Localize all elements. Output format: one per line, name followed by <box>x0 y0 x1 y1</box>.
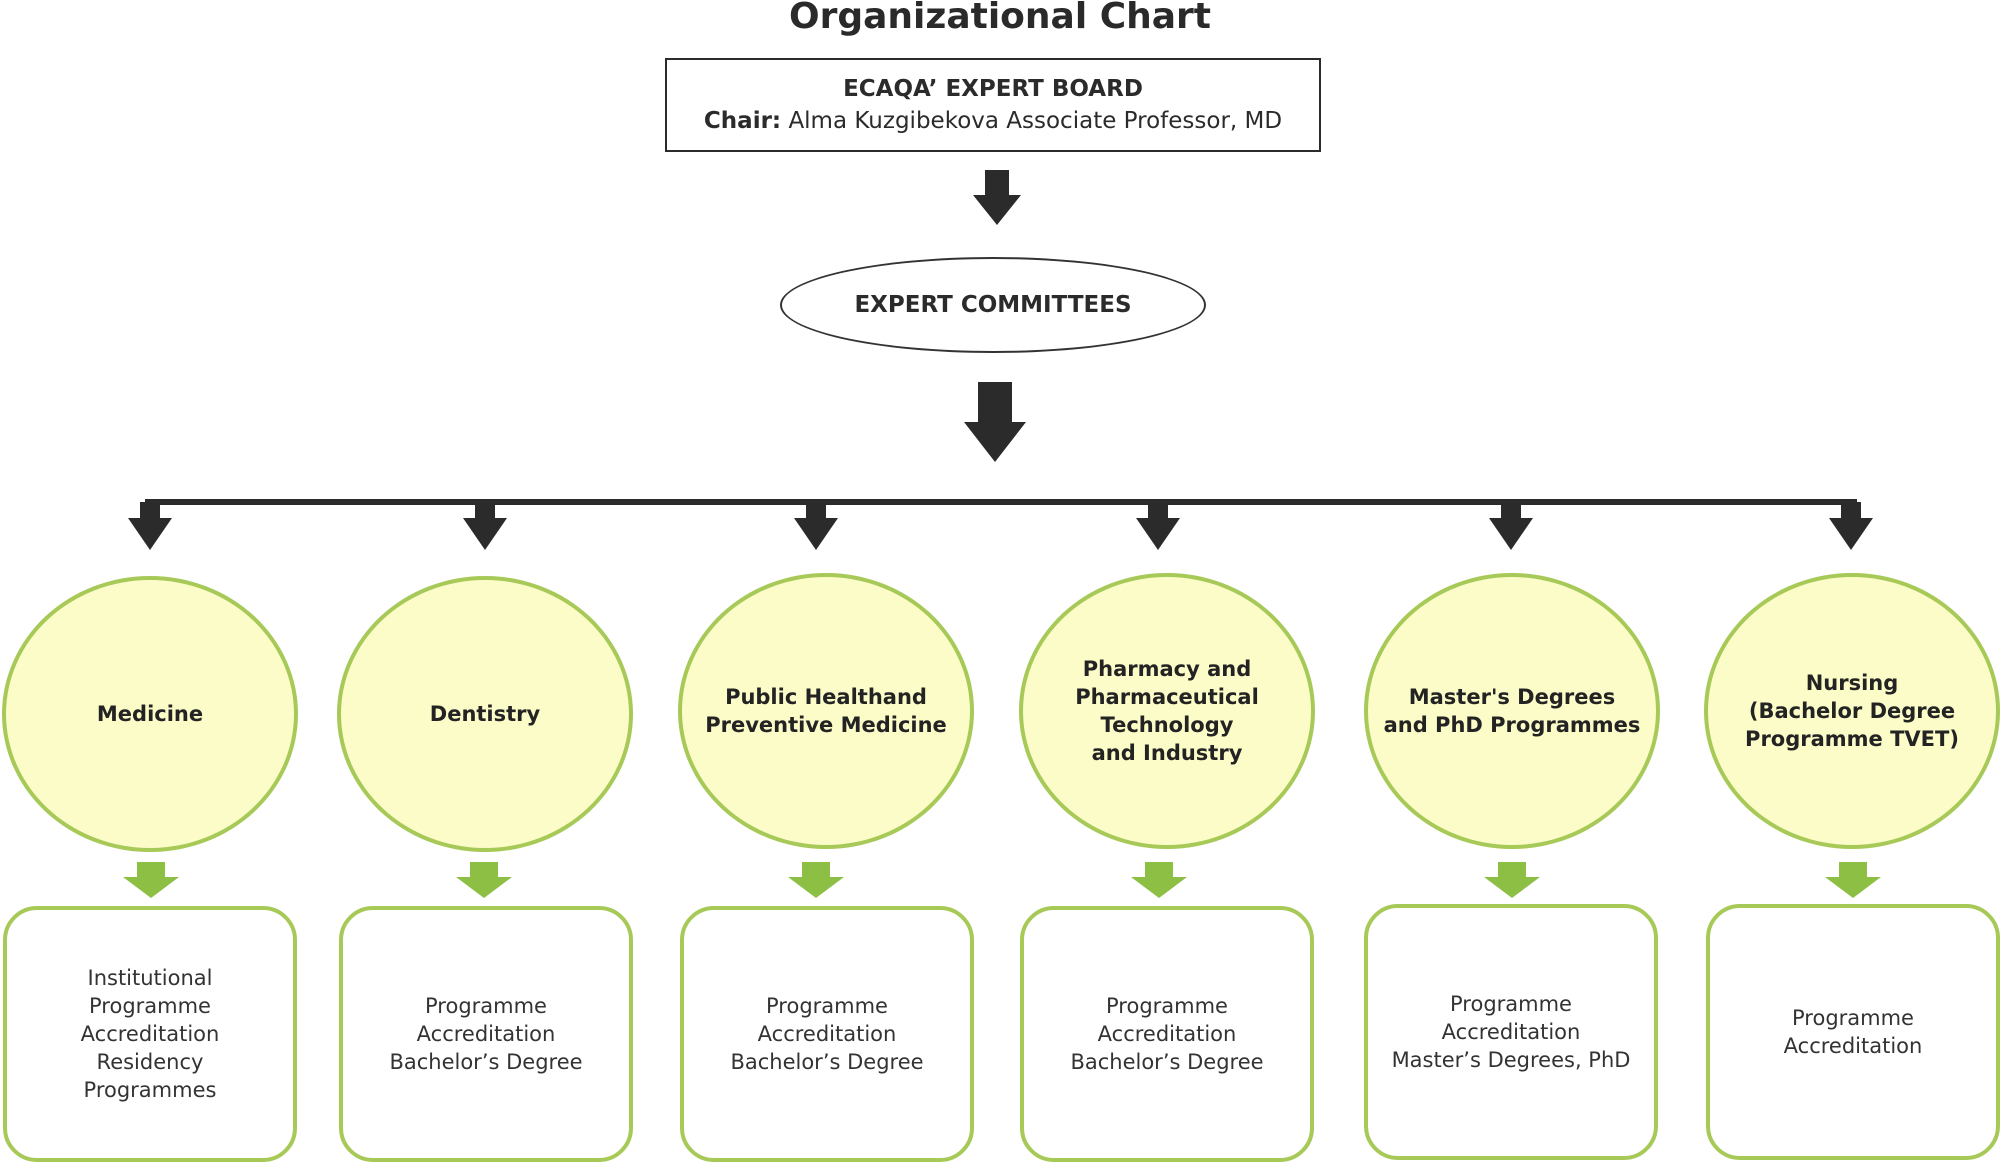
chair-name: Alma Kuzgibekova Associate Professor, MD <box>788 108 1283 134</box>
board-name: ECAQA’ EXPERT BOARD <box>843 76 1143 102</box>
accreditation-text: Programme Accreditation Master’s Degrees… <box>1391 992 1631 1072</box>
accreditation-box-dentistry: Programme Accreditation Bachelor’s Degre… <box>339 906 633 1162</box>
branch-name: Nursing (Bachelor Degree Programme TVET) <box>1745 671 1959 751</box>
green-down-arrow-icon <box>123 862 179 898</box>
branch-circle-medicine: Medicine <box>2 576 298 852</box>
chair-label: Chair: <box>703 108 782 134</box>
expert-committees-ellipse: EXPERT COMMITTEES <box>780 257 1206 353</box>
branch-circle-public-health: Public Healthand Preventive Medicine <box>678 573 974 849</box>
accreditation-box-nursing: Programme Accreditation <box>1706 904 2000 1160</box>
down-arrow-icon <box>1136 502 1180 550</box>
down-arrow-icon <box>794 502 838 550</box>
green-down-arrow-icon <box>456 862 512 898</box>
accreditation-text: Institutional Programme Accreditation Re… <box>80 966 220 1102</box>
accreditation-box-public-health: Programme Accreditation Bachelor’s Degre… <box>680 906 974 1162</box>
accreditation-text: Programme Accreditation Bachelor’s Degre… <box>389 994 583 1074</box>
green-down-arrow-icon <box>1131 862 1187 898</box>
board-chair: Chair: Alma Kuzgibekova Associate Profes… <box>704 105 1282 137</box>
distribution-line <box>145 499 1857 505</box>
accreditation-text: Programme Accreditation Bachelor’s Degre… <box>730 994 924 1074</box>
down-arrow-icon <box>1829 502 1873 550</box>
branch-circle-masters-phd: Master's Degrees and PhD Programmes <box>1364 573 1660 849</box>
accreditation-box-pharmacy: Programme Accreditation Bachelor’s Degre… <box>1020 906 1314 1162</box>
down-arrow-icon <box>463 502 507 550</box>
green-down-arrow-icon <box>1484 862 1540 898</box>
branch-name: Dentistry <box>429 702 541 726</box>
down-arrow-icon <box>973 170 1021 225</box>
branch-name: Master's Degrees and PhD Programmes <box>1383 685 1641 737</box>
green-down-arrow-icon <box>788 862 844 898</box>
branch-name: Public Healthand Preventive Medicine <box>705 685 947 737</box>
accreditation-box-medicine: Institutional Programme Accreditation Re… <box>3 906 297 1162</box>
green-down-arrow-icon <box>1825 862 1881 898</box>
expert-board-box: ECAQA’ EXPERT BOARD Chair: Alma Kuzgibek… <box>665 58 1321 152</box>
accreditation-box-masters-phd: Programme Accreditation Master’s Degrees… <box>1364 904 1658 1160</box>
down-arrow-icon <box>1489 502 1533 550</box>
accreditation-text: Programme Accreditation Bachelor’s Degre… <box>1070 994 1264 1074</box>
down-arrow-icon <box>128 502 172 550</box>
branch-circle-pharmacy: Pharmacy and Pharmaceutical Technology a… <box>1019 573 1315 849</box>
branch-circle-dentistry: Dentistry <box>337 576 633 852</box>
branch-circle-nursing: Nursing (Bachelor Degree Programme TVET) <box>1704 573 2000 849</box>
branch-name: Medicine <box>96 702 204 726</box>
down-arrow-icon <box>964 382 1026 462</box>
branch-name: Pharmacy and Pharmaceutical Technology a… <box>1075 657 1259 765</box>
accreditation-text: Programme Accreditation <box>1783 1006 1923 1058</box>
chart-title: Organizational Chart <box>788 0 1211 37</box>
